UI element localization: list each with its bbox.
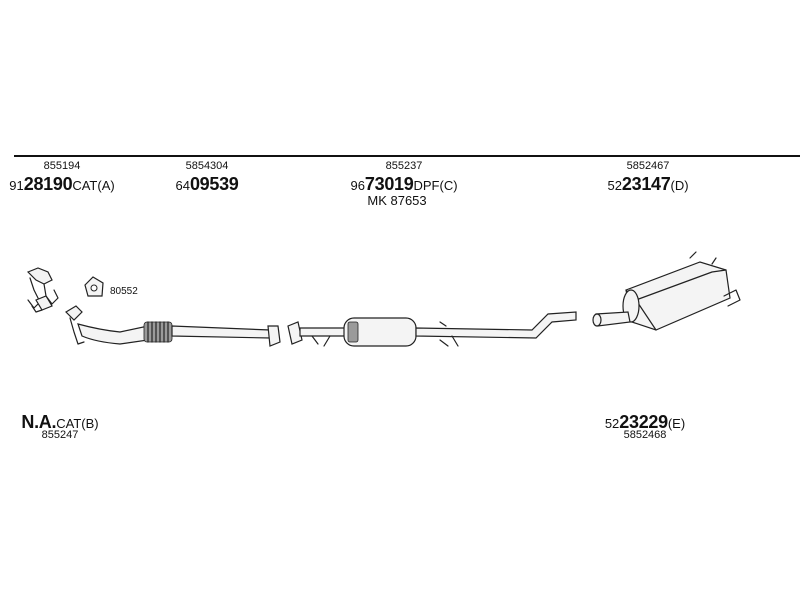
part-suffix: DPF(C) (413, 178, 458, 193)
part-prefix: 52 (607, 178, 622, 193)
part-ref-5852468: 5852468 (623, 429, 667, 441)
part-suffix: (D) (670, 178, 689, 193)
front-pipe-cat-b[interactable] (65, 305, 281, 347)
part-bold-code: N.A. (21, 412, 57, 432)
part-prefix: 52 (604, 416, 620, 431)
part-bold-code: 73019 (364, 174, 414, 194)
part-suffix: (E) (667, 416, 686, 431)
part-number-dpf-c[interactable]: 9673019DPF(C) (350, 175, 457, 193)
part-prefix: 91 (9, 178, 24, 193)
part-ref-855237: 855237 (385, 160, 423, 172)
part-suffix: CAT(A) (72, 178, 115, 193)
part-bold-code: 09539 (189, 174, 239, 194)
part-number-cat-a[interactable]: 9128190CAT(A) (9, 175, 114, 193)
part-suffix: CAT(B) (56, 416, 99, 431)
part-bold-code: 28190 (23, 174, 73, 194)
part-bold-code: 23147 (621, 174, 671, 194)
part-bold-code: 23229 (619, 412, 668, 432)
header-rule (14, 155, 800, 157)
part-number-muffler-d[interactable]: 5223147(D) (607, 175, 688, 193)
part-number-tailpipe-e[interactable]: 5223229(E) (605, 413, 685, 431)
middle-pipe-dpf-c[interactable] (287, 311, 577, 347)
rear-muffler-d[interactable] (622, 251, 741, 331)
part-prefix: 96 (350, 178, 365, 193)
part-prefix: 64 (175, 178, 190, 193)
manifold-bracket[interactable] (26, 267, 59, 313)
gasket-ref: 80552 (110, 286, 138, 297)
gasket-icon[interactable] (84, 276, 104, 297)
part-ref-855194: 855194 (43, 160, 81, 172)
part-number-cat-b[interactable]: N.A.CAT(B) (21, 413, 98, 431)
part-ref-5854304: 5854304 (185, 160, 229, 172)
part-number-middle-pipe[interactable]: 6409539 (175, 175, 238, 193)
tailpipe-e[interactable] (592, 311, 631, 327)
part-ref-5852467: 5852467 (626, 160, 670, 172)
mounting-kit-number[interactable]: MK 87653 (367, 193, 427, 208)
part-ref-855247: 855247 (41, 429, 79, 441)
